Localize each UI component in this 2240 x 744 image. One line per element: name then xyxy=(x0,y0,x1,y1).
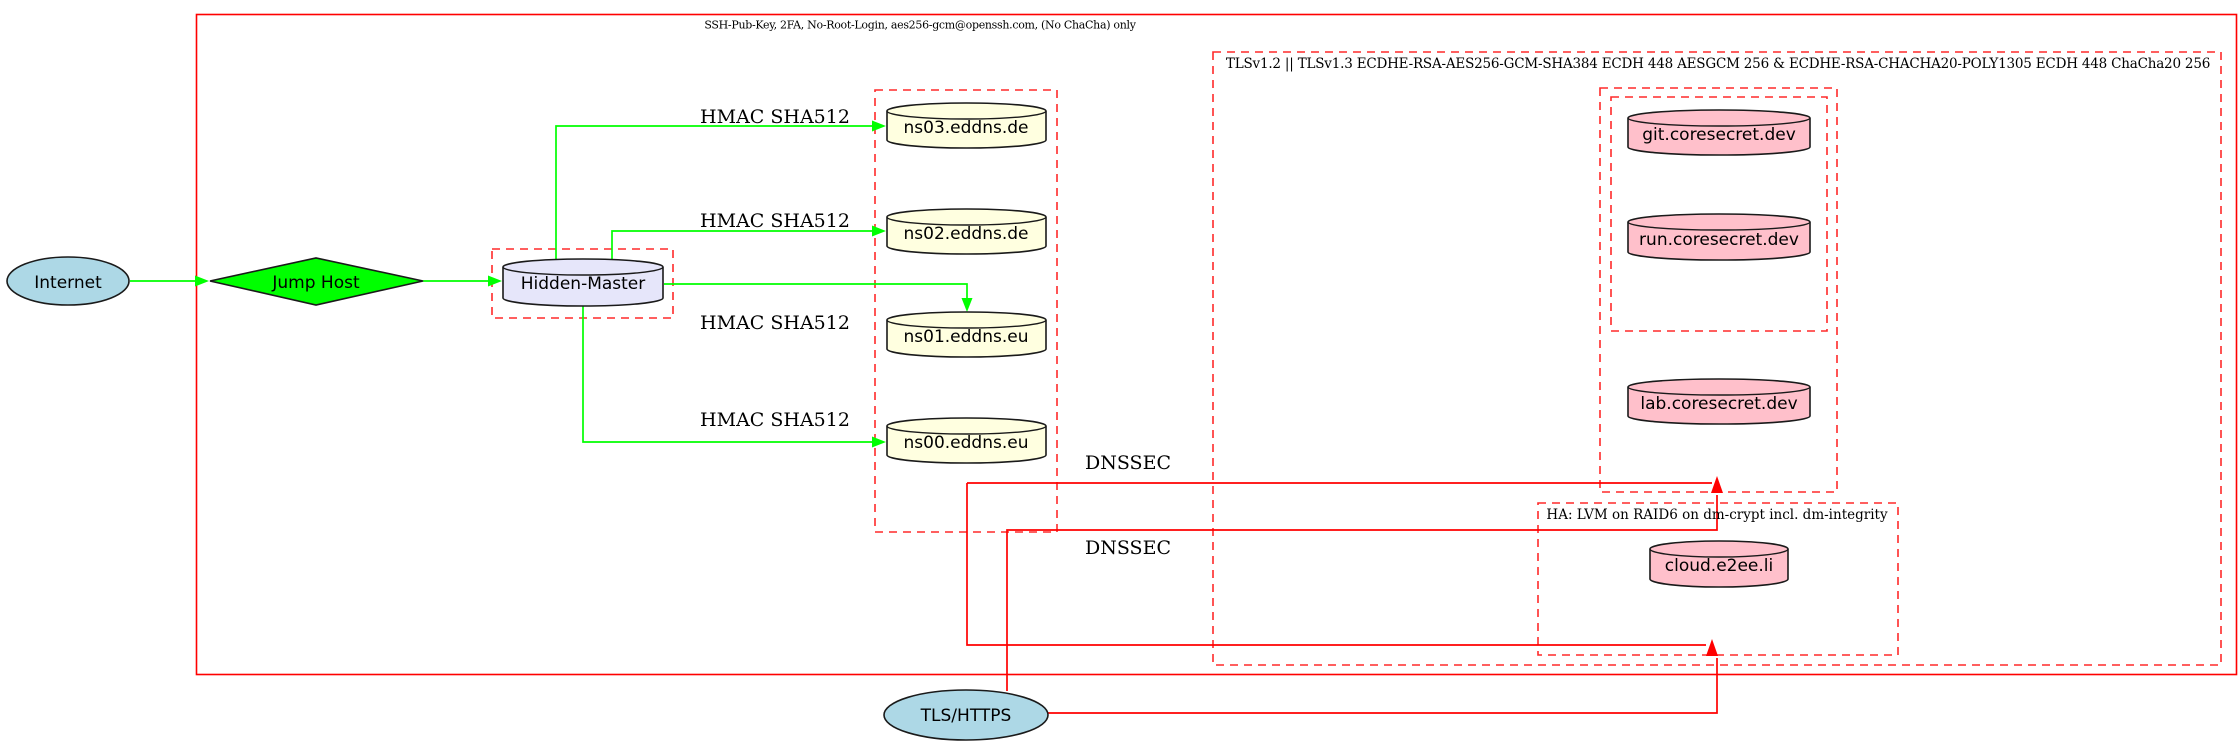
ns03-cylinder xyxy=(886,102,1047,149)
arrowhead-ns02 xyxy=(872,225,886,237)
internet-ellipse xyxy=(6,256,130,306)
lab-node xyxy=(1627,378,1811,425)
green-arrowheads xyxy=(195,120,973,448)
ns00-cylinder xyxy=(886,417,1047,464)
git-node xyxy=(1627,109,1811,156)
arrowhead-coresecret xyxy=(1711,476,1723,493)
jump-host-node xyxy=(209,257,424,306)
lab-cylinder xyxy=(1627,378,1811,425)
edge-hm-ns03 xyxy=(555,125,873,263)
ns02-cylinder xyxy=(886,208,1047,255)
arrowhead-ns03 xyxy=(872,120,886,132)
ns02-cylinder-lid xyxy=(886,216,1047,226)
internet-node xyxy=(6,256,130,306)
red-edges xyxy=(966,482,1718,714)
ha-zone-box xyxy=(1537,502,1899,656)
edge-hm-ns01 xyxy=(664,283,968,299)
run-cylinder xyxy=(1627,213,1811,261)
tls-edge-to-coresecret xyxy=(1006,495,1718,691)
cloud-cylinder xyxy=(1649,540,1789,588)
arrowhead-ns01 xyxy=(961,298,973,312)
ns01-cylinder xyxy=(886,311,1047,358)
tls-https-node xyxy=(883,689,1049,741)
git-cylinder xyxy=(1627,109,1811,156)
ns02-node xyxy=(886,208,1047,255)
hidden-master-cylinder-lid xyxy=(502,266,664,276)
hidden-master-node xyxy=(502,258,664,307)
run-cylinder-lid xyxy=(1627,221,1811,231)
run-node xyxy=(1627,213,1811,261)
arrowhead-ns00 xyxy=(872,436,886,448)
hidden-master-cylinder xyxy=(502,258,664,307)
ns00-node xyxy=(886,417,1047,464)
edge-hm-ns02 xyxy=(611,230,873,263)
jump-host-diamond xyxy=(209,257,424,306)
lab-cylinder-lid xyxy=(1627,386,1811,396)
arrowhead-jumphost xyxy=(195,275,209,287)
ns01-node xyxy=(886,311,1047,358)
git-cylinder-lid xyxy=(1627,117,1811,127)
tls-zone-box xyxy=(1212,51,2222,666)
cloud-cylinder-lid xyxy=(1649,548,1789,558)
ssh-zone-box xyxy=(195,13,2238,676)
red-arrowheads xyxy=(1706,476,1723,656)
ns01-cylinder-lid xyxy=(886,319,1047,329)
arrowhead-hiddenmaster xyxy=(488,275,502,287)
ns00-cylinder-lid xyxy=(886,425,1047,435)
cloud-node xyxy=(1649,540,1789,588)
green-edges xyxy=(130,125,968,443)
ns03-node xyxy=(886,102,1047,149)
arrowhead-ha xyxy=(1706,639,1718,656)
ns-cluster-box xyxy=(874,89,1058,533)
edge-hm-ns00 xyxy=(582,306,873,443)
dnssec-edge-to-ha xyxy=(966,483,1706,646)
tls-https-ellipse xyxy=(883,689,1049,741)
ns03-cylinder-lid xyxy=(886,110,1047,120)
tls-edge-to-ha xyxy=(1048,658,1718,714)
